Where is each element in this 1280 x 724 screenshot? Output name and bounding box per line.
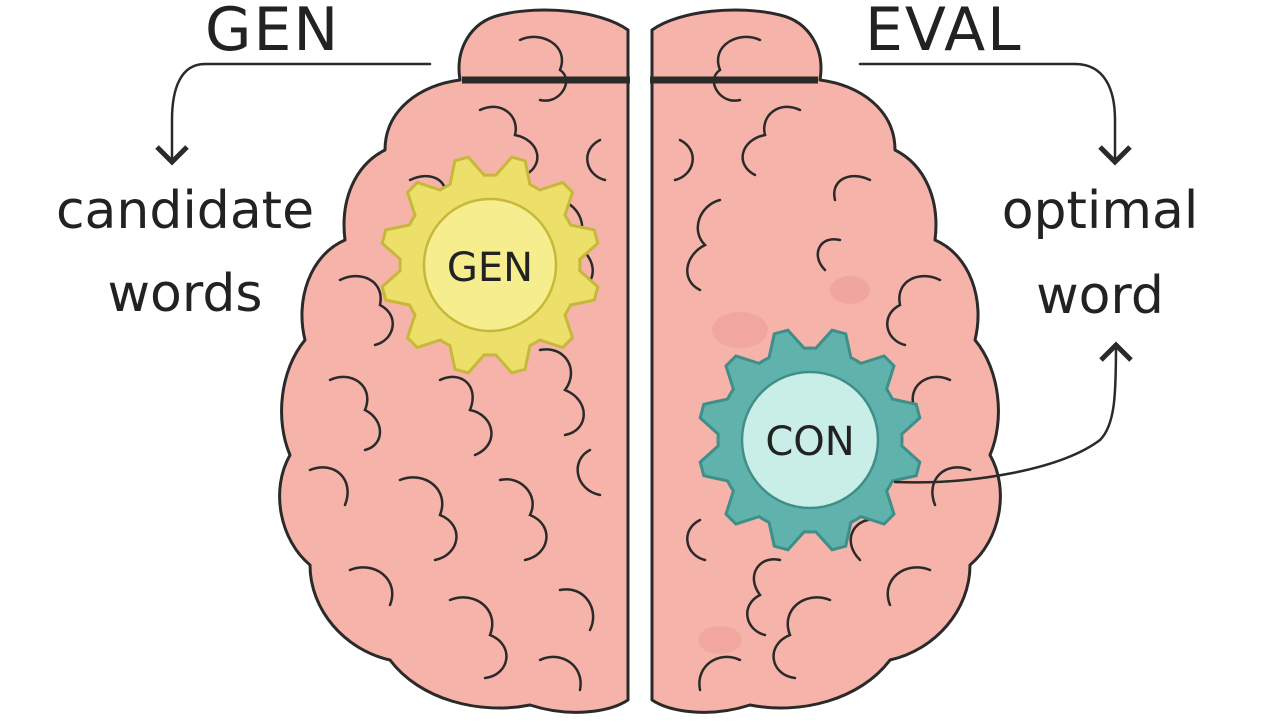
con-gear-label: CON [765,419,855,465]
con-gear-inner-ring [740,370,880,510]
con-gear [698,328,922,552]
optimal-label: optimal [1001,181,1199,241]
arrow-up-curved-icon [893,341,1133,484]
gen-gear [380,155,600,375]
right-gyri [673,35,972,692]
gen-gear-inner-ring [422,197,558,333]
word-label: word [1036,266,1164,326]
left-gyri [308,35,607,692]
arrow-down-curved-icon [1073,62,1132,166]
right-shading [698,276,870,654]
gen-heading: GEN [205,0,341,65]
eval-heading: EVAL [865,0,1023,65]
words-label: words [107,264,263,324]
arrow-down-curved-icon [155,62,207,166]
candidate-label: candidate [55,181,315,241]
gen-gear-label: GEN [446,245,534,291]
